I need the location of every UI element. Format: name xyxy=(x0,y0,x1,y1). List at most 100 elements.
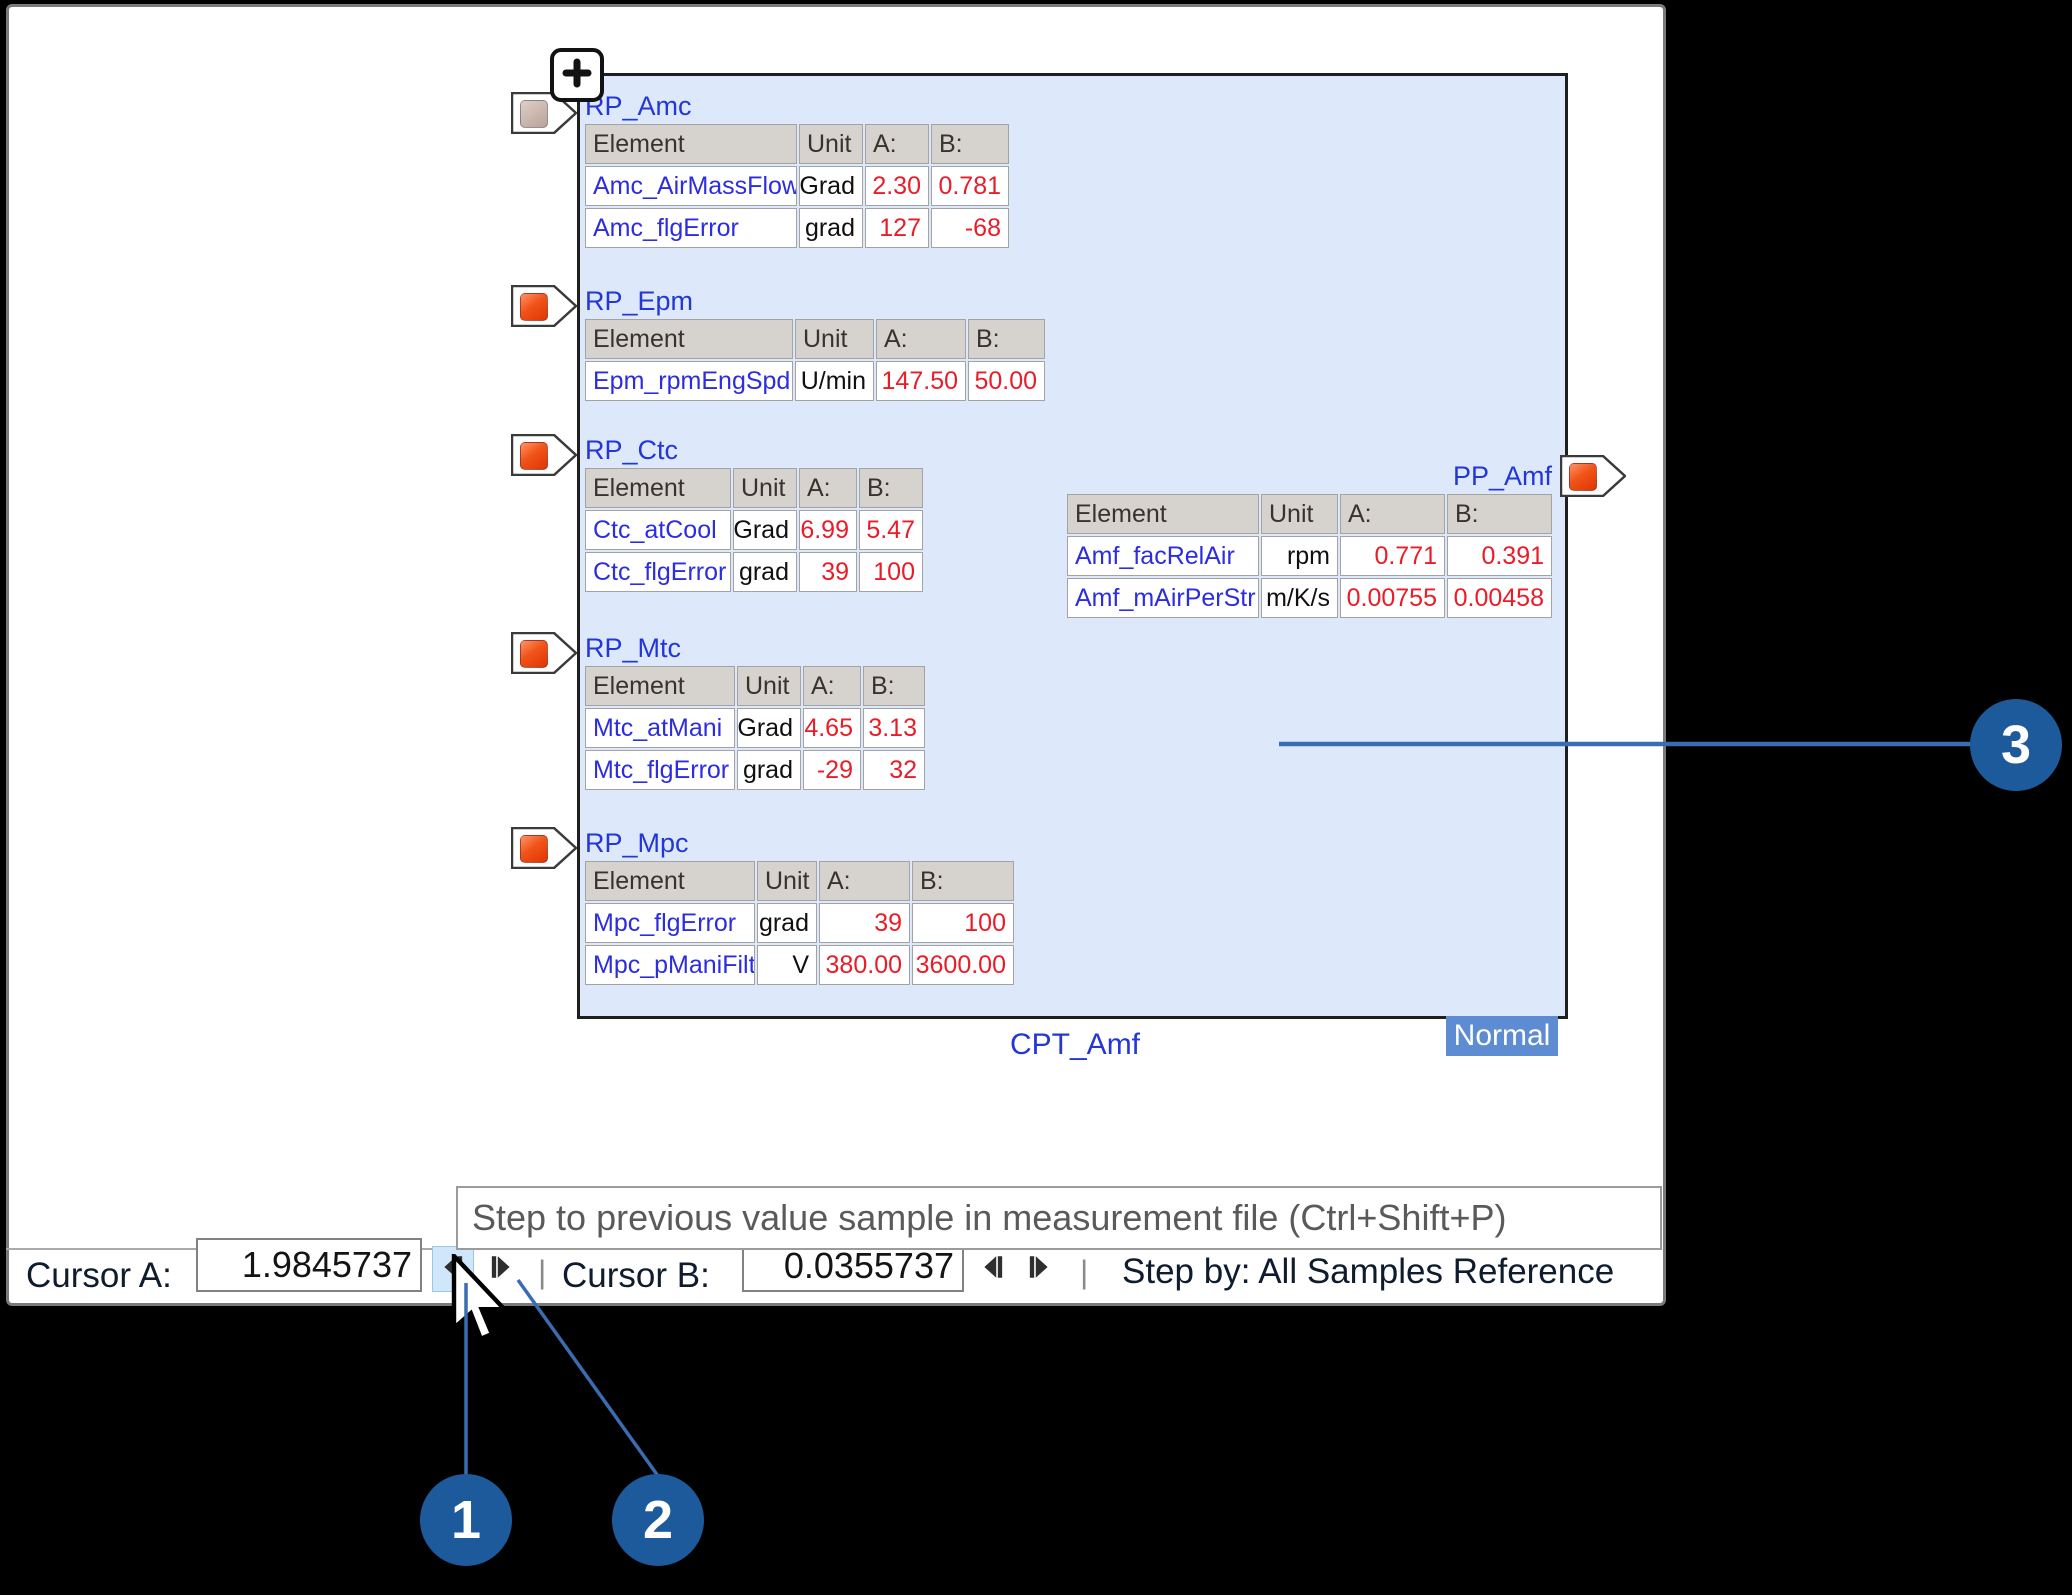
col-header-unit: Unit xyxy=(795,319,874,359)
col-header-b: B: xyxy=(859,468,923,508)
port-rp-mtc[interactable] xyxy=(511,632,577,674)
cursor-b-step-next-button[interactable] xyxy=(1018,1246,1060,1292)
value-b: 3.13 xyxy=(863,708,925,748)
element-unit: Grad xyxy=(799,166,863,206)
value-a: 2.30 xyxy=(865,166,929,206)
col-header-a: A: xyxy=(819,861,910,901)
value-a: 380.00 xyxy=(819,945,910,985)
element-unit: U/min xyxy=(795,361,874,401)
group-rp-mtc: RP_Mtc Element Unit A: B: Mtc_atMani Gra… xyxy=(585,634,925,790)
group-rp-epm: RP_Epm Element Unit A: B: Epm_rpmEngSpd … xyxy=(585,287,1045,401)
value-b: 5.47 xyxy=(859,510,923,550)
col-header-unit: Unit xyxy=(733,468,797,508)
value-b: 0.391 xyxy=(1447,536,1552,576)
statusbar-separator: | xyxy=(538,1254,547,1290)
element-name: Epm_rpmEngSpd xyxy=(585,361,793,401)
group-pp-amf: PP_Amf Element Unit A: B: Amf_facRelAir … xyxy=(1067,462,1552,618)
port-status-square xyxy=(520,100,548,128)
step-next-icon xyxy=(1025,1253,1053,1286)
col-header-b: B: xyxy=(863,666,925,706)
port-status-square xyxy=(520,442,548,470)
col-header-unit: Unit xyxy=(737,666,801,706)
value-b: 3600.00 xyxy=(912,945,1014,985)
element-name: Amc_AirMassFlow xyxy=(585,166,797,206)
value-a: 6.99 xyxy=(799,510,857,550)
value-a: 39 xyxy=(819,903,910,943)
step-by-label[interactable]: Step by: All Samples Reference xyxy=(1122,1252,1615,1291)
element-name: Ctc_atCool xyxy=(585,510,731,550)
value-a: -29 xyxy=(803,750,861,790)
mouse-cursor-icon xyxy=(450,1250,510,1347)
group-title: RP_Mtc xyxy=(585,633,682,663)
col-header-b: B: xyxy=(931,124,1009,164)
port-status-square xyxy=(1569,463,1597,491)
col-header-unit: Unit xyxy=(799,124,863,164)
plus-icon xyxy=(562,58,592,93)
port-rp-mpc[interactable] xyxy=(511,827,577,869)
tooltip-text: Step to previous value sample in measure… xyxy=(472,1197,1507,1238)
col-header-a: A: xyxy=(1340,494,1445,534)
value-a: 0.771 xyxy=(1340,536,1445,576)
element-name: Amc_flgError xyxy=(585,208,797,248)
col-header-a: A: xyxy=(803,666,861,706)
element-unit: m/K/s xyxy=(1261,578,1338,618)
callout-2: 2 xyxy=(612,1474,704,1566)
value-a: 127 xyxy=(865,208,929,248)
cursor-a-label: Cursor A: xyxy=(26,1256,172,1295)
col-header-element: Element xyxy=(1067,494,1259,534)
signal-table: Element Unit A: B: Amc_AirMassFlow Grad … xyxy=(585,124,1009,248)
block-name-label: CPT_Amf xyxy=(1010,1028,1141,1061)
col-header-b: B: xyxy=(968,319,1045,359)
element-unit: grad xyxy=(737,750,801,790)
group-title: RP_Amc xyxy=(585,91,692,121)
signal-table: Element Unit A: B: Epm_rpmEngSpd U/min 1… xyxy=(585,319,1045,401)
element-unit: V xyxy=(757,945,817,985)
group-rp-amc: RP_Amc Element Unit A: B: Amc_AirMassFlo… xyxy=(585,92,1009,248)
signal-table: Element Unit A: B: Amf_facRelAir rpm 0.7… xyxy=(1067,494,1552,618)
group-title: RP_Mpc xyxy=(585,828,689,858)
group-rp-mpc: RP_Mpc Element Unit A: B: Mpc_flgError g… xyxy=(585,829,1014,985)
cursor-a-step-next-button[interactable] xyxy=(480,1246,522,1292)
col-header-b: B: xyxy=(1447,494,1552,534)
port-rp-amc[interactable] xyxy=(511,92,577,134)
signal-table: Element Unit A: B: Ctc_atCool Grad 6.99 … xyxy=(585,468,923,592)
element-unit: Grad xyxy=(737,708,801,748)
mode-badge: Normal xyxy=(1446,1016,1558,1056)
element-name: Mtc_atMani xyxy=(585,708,735,748)
port-pp-amf[interactable] xyxy=(1560,455,1626,497)
value-b: 100 xyxy=(859,552,923,592)
value-a: 147.50 xyxy=(876,361,966,401)
cursor-a-input[interactable]: 1.9845737 xyxy=(196,1238,422,1292)
element-unit: grad xyxy=(799,208,863,248)
col-header-a: A: xyxy=(865,124,929,164)
group-title: RP_Epm xyxy=(585,286,694,316)
cursor-b-step-previous-button[interactable] xyxy=(972,1246,1014,1292)
element-unit: rpm xyxy=(1261,536,1338,576)
col-header-a: A: xyxy=(876,319,966,359)
signal-table: Element Unit A: B: Mtc_atMani Grad 4.65 … xyxy=(585,666,925,790)
element-unit: grad xyxy=(757,903,817,943)
port-rp-ctc[interactable] xyxy=(511,434,577,476)
col-header-unit: Unit xyxy=(1261,494,1338,534)
step-previous-icon xyxy=(979,1253,1007,1286)
element-name: Amf_mAirPerStr xyxy=(1067,578,1259,618)
col-header-element: Element xyxy=(585,124,797,164)
value-b: 0.781 xyxy=(931,166,1009,206)
group-title: PP_Amf xyxy=(1452,461,1552,491)
col-header-b: B: xyxy=(912,861,1014,901)
col-header-unit: Unit xyxy=(757,861,817,901)
port-rp-epm[interactable] xyxy=(511,285,577,327)
col-header-element: Element xyxy=(585,468,731,508)
callout-1: 1 xyxy=(420,1474,512,1566)
col-header-element: Element xyxy=(585,319,793,359)
element-name: Amf_facRelAir xyxy=(1067,536,1259,576)
signal-table: Element Unit A: B: Mpc_flgError grad 39 … xyxy=(585,861,1014,985)
element-name: Mpc_flgError xyxy=(585,903,755,943)
element-name: Mpc_pManiFilt xyxy=(585,945,755,985)
element-unit: grad xyxy=(733,552,797,592)
expand-button[interactable] xyxy=(550,48,604,102)
statusbar-separator: | xyxy=(1080,1254,1089,1290)
value-b: 50.00 xyxy=(968,361,1045,401)
col-header-element: Element xyxy=(585,861,755,901)
value-a: 39 xyxy=(799,552,857,592)
